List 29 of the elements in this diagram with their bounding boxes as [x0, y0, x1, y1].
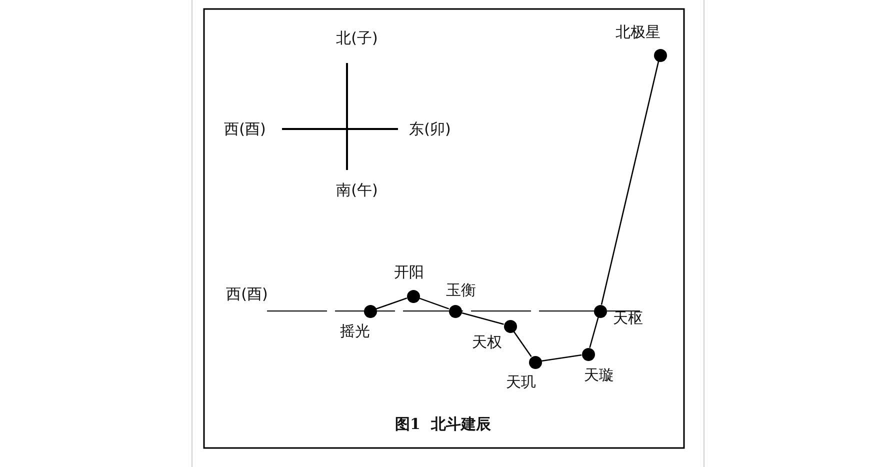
star-dot — [654, 48, 666, 62]
star-dot — [582, 348, 594, 360]
star-dot — [504, 320, 516, 332]
star-label: 玉衡 — [446, 281, 476, 299]
star-label: 天枢 — [613, 309, 643, 327]
star-dot — [528, 356, 542, 368]
star-dot — [364, 304, 376, 318]
star-dot — [594, 304, 606, 318]
star-label: 天玑 — [506, 373, 536, 391]
connector-line — [513, 330, 532, 358]
direction-label: 西(酉) — [226, 285, 268, 303]
direction-label: 西(酉) — [224, 120, 266, 138]
connector-line — [600, 61, 660, 305]
connector-line — [541, 354, 582, 362]
direction-label: 南(午) — [336, 181, 378, 199]
star-dot — [448, 304, 462, 318]
star-label: 天权 — [472, 333, 502, 351]
connector-line — [589, 317, 599, 348]
star-label: 天璇 — [584, 366, 614, 384]
connector-line — [461, 312, 504, 325]
connector-line — [376, 298, 408, 310]
star-dot — [406, 290, 420, 302]
direction-label: 东(卯) — [409, 120, 451, 138]
star-label: 开阳 — [394, 263, 424, 281]
star-label: 摇光 — [340, 322, 370, 340]
connector-line — [418, 298, 450, 310]
direction-label: 北(子) — [336, 29, 378, 47]
figure-caption: 图1 北斗建辰 — [395, 415, 491, 433]
star-label: 北极星 — [616, 23, 660, 41]
